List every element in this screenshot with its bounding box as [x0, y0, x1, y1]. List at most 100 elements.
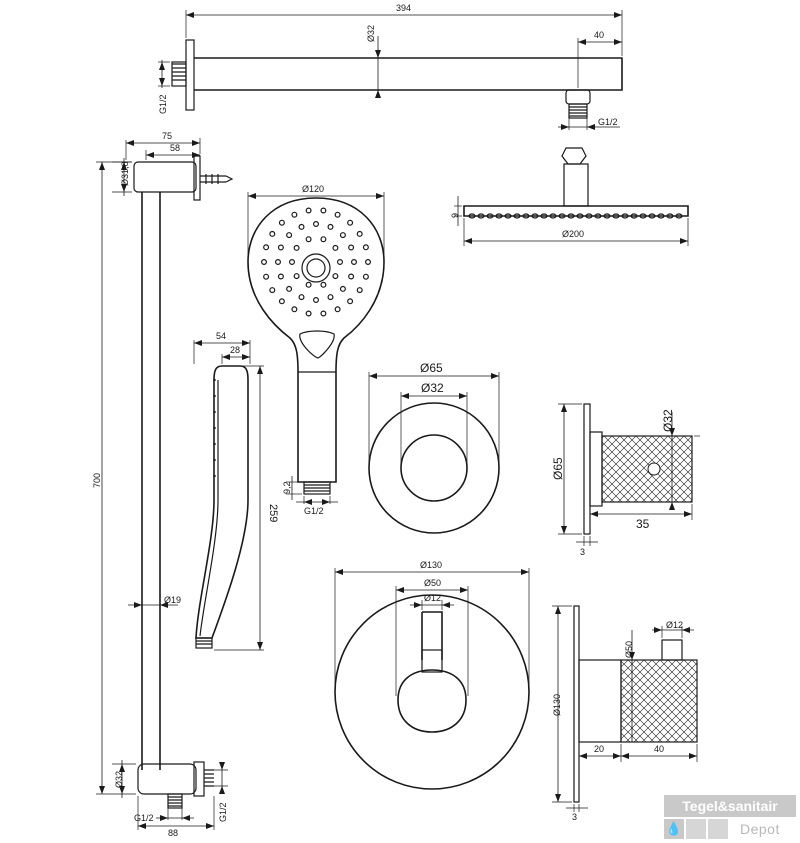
nozzle	[278, 219, 285, 226]
nozzle	[291, 306, 298, 313]
head-nozzle	[666, 213, 674, 219]
hand-shower-side: 54 28 259	[193, 331, 279, 651]
nozzle	[278, 298, 285, 305]
nozzle	[320, 281, 327, 288]
dim-knob-side-32: Ø32	[661, 409, 675, 432]
dim-plate-side-50: Ø50	[624, 641, 634, 658]
head-nozzle	[558, 213, 566, 219]
nozzle	[339, 232, 346, 239]
drop-icon: 💧	[664, 819, 684, 839]
head-nozzle	[585, 213, 593, 219]
dim-rail-88: 88	[168, 828, 178, 838]
mixer-plate-front: Ø130 Ø50 Ø12	[334, 560, 530, 790]
nozzle	[305, 207, 312, 214]
knob-rose-front: Ø65 Ø32	[368, 361, 500, 534]
nozzle	[313, 221, 320, 228]
nozzle	[263, 273, 270, 280]
nozzle	[277, 273, 284, 280]
head-nozzle	[468, 213, 476, 219]
nozzle	[293, 273, 300, 280]
dim-side-54: 54	[216, 331, 226, 341]
dim-plate-side-130: Ø130	[552, 694, 562, 716]
head-nozzle	[567, 213, 575, 219]
nozzle	[298, 223, 305, 230]
head-nozzle	[594, 213, 602, 219]
nozzle	[291, 211, 298, 218]
dim-head-9: 9	[450, 213, 460, 218]
brand-logo-line2: Depot	[740, 821, 780, 837]
nozzle	[337, 259, 344, 266]
nozzle	[339, 285, 346, 292]
nozzle	[305, 281, 312, 288]
dim-rail-dia: Ø19	[164, 595, 181, 605]
nozzle	[320, 236, 327, 243]
head-nozzle	[513, 213, 521, 219]
dim-rail-length: 700	[92, 473, 102, 488]
nozzle	[356, 230, 363, 237]
nozzle	[365, 259, 372, 266]
logo-square	[708, 819, 728, 839]
dim-knob-side-35: 35	[636, 517, 650, 531]
dim-rail-bracket-dia: Ø31,8	[120, 161, 130, 186]
dim-arm-end: 40	[594, 30, 604, 40]
dim-arm-thread-left: G1/2	[158, 94, 168, 114]
hand-shower-front: Ø120 9,2 G1/2	[247, 184, 385, 516]
dim-knob-side-65: Ø65	[551, 457, 565, 480]
dim-hand-dia: Ø120	[302, 184, 324, 194]
brand-logo: Tegel&sanitair 💧 Depot	[664, 795, 796, 839]
nozzle	[286, 285, 293, 292]
nozzle	[347, 298, 354, 305]
nozzle	[277, 244, 284, 251]
nozzle	[348, 244, 355, 251]
nozzle	[362, 273, 369, 280]
head-nozzle	[621, 213, 629, 219]
dim-plate-12: Ø12	[424, 593, 441, 603]
shower-arm: 394 Ø32 40 G1/2 G1/2	[158, 3, 623, 130]
dim-rail-g-right: G1/2	[218, 802, 228, 822]
head-nozzle	[630, 213, 638, 219]
brand-logo-line1: Tegel&sanitair	[664, 795, 796, 817]
dim-plate-side-3: 3	[572, 812, 577, 822]
dim-plate-side-40: 40	[654, 744, 664, 754]
mixer-side: Ø12 Ø50 Ø130 20 40 3	[552, 605, 698, 822]
nozzle	[320, 310, 327, 317]
nozzle	[275, 259, 282, 266]
nozzle	[261, 259, 268, 266]
dim-hand-92: 9,2	[282, 481, 292, 494]
nozzle	[348, 273, 355, 280]
nozzle	[332, 244, 339, 251]
dim-knob-inner: Ø32	[421, 381, 444, 395]
nozzle	[293, 244, 300, 251]
head-nozzle	[486, 213, 494, 219]
nozzle	[286, 232, 293, 239]
head-nozzle	[522, 213, 530, 219]
head-nozzle	[495, 213, 503, 219]
nozzle	[269, 230, 276, 237]
dim-rail-58: 58	[170, 143, 180, 153]
dim-rail-bottom-dia: Ø32	[114, 771, 124, 788]
slide-rail: 75 58 Ø31,8 700 Ø19 Ø32 G1	[92, 131, 234, 838]
dim-arm-length: 394	[396, 3, 411, 13]
head-nozzle	[612, 213, 620, 219]
head-nozzle	[540, 213, 548, 219]
nozzle	[305, 236, 312, 243]
head-nozzle	[549, 213, 557, 219]
dim-plate-50: Ø50	[424, 578, 441, 588]
nozzle	[298, 294, 305, 301]
nozzle	[362, 244, 369, 251]
dim-plate-side-12: Ø12	[666, 620, 683, 630]
dim-side-28: 28	[230, 345, 240, 355]
dim-head-dia: Ø200	[562, 229, 584, 239]
nozzle	[327, 294, 334, 301]
nozzle	[263, 244, 270, 251]
knob-side: Ø65 Ø32 35 3	[551, 403, 700, 557]
dim-arm-thread-right: G1/2	[598, 117, 618, 127]
head-nozzle	[576, 213, 584, 219]
nozzle	[351, 259, 358, 266]
head-nozzle	[639, 213, 647, 219]
dim-arm-dia: Ø32	[366, 25, 376, 42]
nozzle	[334, 211, 341, 218]
dim-plate-side-20: 20	[594, 744, 604, 754]
nozzle	[269, 287, 276, 294]
nozzle	[347, 219, 354, 226]
